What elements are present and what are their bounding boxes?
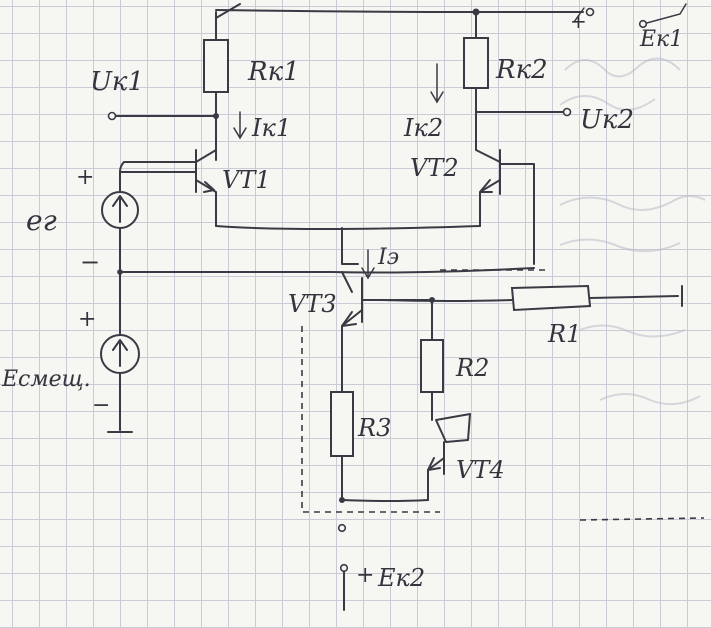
top-plus-sign: + <box>570 9 587 33</box>
uk2-terminal <box>562 107 572 117</box>
eg-plus-sign: + <box>76 165 94 190</box>
vt1-transistor <box>195 149 217 227</box>
r1-wire <box>379 299 513 302</box>
ik1-label: Iк1 <box>251 114 291 142</box>
uk1-terminal <box>107 111 117 121</box>
ek1-terminal <box>585 7 595 17</box>
dashed-right-bottom <box>579 517 705 521</box>
emitter-to-vt3 <box>341 227 359 265</box>
eg-source <box>101 191 139 229</box>
esm-plus-sign: + <box>78 307 96 332</box>
vt2-transistor <box>475 149 501 227</box>
ie-label: Iэ <box>377 245 399 270</box>
uk1-label: Uк1 <box>90 67 144 97</box>
top-rail-wire <box>215 3 584 41</box>
ek1-pin <box>638 19 648 29</box>
uk2-label: Uк2 <box>580 105 634 135</box>
eg-label: eг <box>26 204 57 237</box>
vt2-base-wire <box>499 163 535 265</box>
r1-resistor <box>510 284 592 312</box>
r1-wire-right <box>589 295 679 299</box>
vt1-label: VT1 <box>222 166 271 194</box>
rk2-resistor <box>463 37 489 89</box>
r3-resistor <box>330 391 354 457</box>
vt4-label: VT4 <box>456 456 505 484</box>
rk2-label: Rк2 <box>495 55 548 85</box>
rail-end-mark <box>573 7 585 23</box>
vt1-base-wire <box>119 161 197 173</box>
dashed-left-vertical <box>301 326 440 513</box>
bottom-node-dot <box>339 497 345 503</box>
uk1-node-dot <box>213 113 219 119</box>
bottom-common-wire <box>341 499 429 502</box>
r1-label: R1 <box>547 320 581 348</box>
base-bias-wire <box>119 267 535 274</box>
ek2-label: Eк2 <box>377 564 425 592</box>
r2-label: R2 <box>455 354 489 382</box>
ik1-arrow <box>233 111 247 140</box>
rk1-label: Rк1 <box>247 57 300 87</box>
esm-minus-sign: − <box>92 393 110 418</box>
bias-node-dot <box>117 269 123 275</box>
ek2-node-top <box>337 523 347 533</box>
rk1-resistor <box>203 39 229 93</box>
vt2-label: VT2 <box>410 154 459 182</box>
vt4-transistor <box>427 413 471 501</box>
ik2-label: Iк2 <box>403 114 443 142</box>
eg-minus-sign: − <box>80 248 100 276</box>
vt3-label: VT3 <box>288 290 337 318</box>
ie-arrow <box>361 249 375 280</box>
esmeshch-label: Eсмещ. <box>1 367 91 392</box>
emitter-bus <box>215 225 481 230</box>
r3-label: R3 <box>357 414 391 442</box>
bleed-through-writing <box>559 57 706 406</box>
ek1-label: Eк1 <box>639 27 683 52</box>
ik2-arrow <box>430 63 444 104</box>
esmeshch-source <box>100 334 140 374</box>
ek2-plus-sign: + <box>356 563 374 588</box>
ek1-lead <box>642 3 687 25</box>
ek2-node <box>339 563 349 573</box>
r2-resistor <box>420 339 444 393</box>
